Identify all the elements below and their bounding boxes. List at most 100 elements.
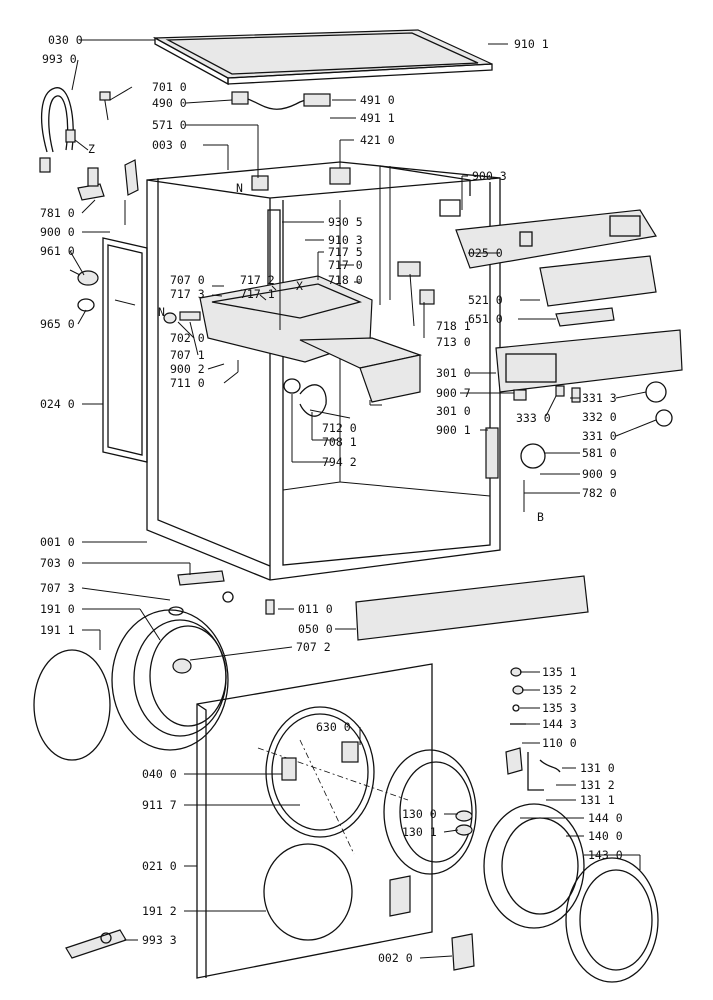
part-label-911-7: 911 7: [142, 798, 177, 812]
part-label-140-0: 140 0: [588, 829, 623, 843]
part-label-900-0: 900 0: [40, 225, 75, 239]
part-label-712-0: 712 0: [322, 421, 357, 435]
part-label-131-2: 131 2: [580, 778, 615, 792]
part-label-331-0: 331 0: [582, 429, 617, 443]
front-panel: [196, 663, 433, 979]
part-label-961-0: 961 0: [40, 244, 75, 258]
part-label-024-0: 024 0: [40, 397, 75, 411]
part-label-651-0: 651 0: [468, 312, 503, 326]
rear-panel: [102, 237, 148, 463]
part-label-910-1: 910 1: [514, 37, 549, 51]
marker-b: B: [537, 510, 544, 524]
control-board: [455, 209, 657, 327]
part-label-003-0: 003 0: [152, 138, 187, 152]
hinge-pin: [168, 570, 275, 616]
part-label-025-0: 025 0: [468, 246, 503, 260]
part-label-131-1: 131 1: [580, 793, 615, 807]
part-label-718-1: 718 1: [436, 319, 471, 333]
part-label-900-7: 900 7: [436, 386, 471, 400]
part-label-965-0: 965 0: [40, 317, 75, 331]
hose-bundle: [39, 87, 89, 173]
part-label-030-0: 030 0: [48, 33, 83, 47]
part-label-717-2: 717 2: [240, 273, 275, 287]
part-label-001-0: 001 0: [40, 535, 75, 549]
part-label-301-0-b: 301 0: [436, 404, 471, 418]
part-label-521-0: 521 0: [468, 293, 503, 307]
part-label-144-3: 144 3: [542, 717, 577, 731]
part-label-900-2: 900 2: [170, 362, 205, 376]
marker-n-top: N: [236, 181, 243, 195]
leader-lines: [69, 39, 657, 959]
part-label-781-0: 781 0: [40, 206, 75, 220]
part-label-707-3: 707 3: [40, 581, 75, 595]
part-label-794-2: 794 2: [322, 455, 357, 469]
parts-drawing: [33, 29, 683, 983]
part-label-131-0: 131 0: [580, 761, 615, 775]
part-label-708-1: 708 1: [322, 435, 357, 449]
part-label-130-0: 130 0: [402, 807, 437, 821]
part-label-135-2: 135 2: [542, 683, 577, 697]
part-label-191-2: 191 2: [142, 904, 177, 918]
hinge-small-parts: [505, 667, 561, 791]
part-label-717-3: 717 3: [170, 287, 205, 301]
part-label-144-0: 144 0: [588, 811, 623, 825]
marker-x: X: [296, 279, 303, 293]
part-label-717-1: 717 1: [240, 287, 275, 301]
part-label-332-0: 332 0: [582, 410, 617, 424]
cable-clip: [124, 159, 139, 225]
door-assembly: [383, 749, 659, 983]
wire-harness: [231, 91, 351, 191]
part-label-630-0: 630 0: [316, 720, 351, 734]
part-label-021-0: 021 0: [142, 859, 177, 873]
part-label-191-0: 191 0: [40, 602, 75, 616]
part-label-713-0: 713 0: [436, 335, 471, 349]
part-label-707-2: 707 2: [296, 640, 331, 654]
marker-n-dispenser: N: [158, 305, 165, 319]
part-label-110-0: 110 0: [542, 736, 577, 750]
part-label-491-0: 491 0: [360, 93, 395, 107]
part-label-581-0: 581 0: [582, 446, 617, 460]
part-label-135-1: 135 1: [542, 665, 577, 679]
part-label-040-0: 040 0: [142, 767, 177, 781]
part-label-782-0: 782 0: [582, 486, 617, 500]
part-label-900-1: 900 1: [436, 423, 471, 437]
part-label-718-0: 718 0: [328, 273, 363, 287]
part-label-910-3: 910 3: [328, 233, 363, 247]
part-label-491-1: 491 1: [360, 111, 395, 125]
part-label-143-0: 143 0: [588, 848, 623, 862]
part-label-717-5: 717 5: [328, 245, 363, 259]
part-label-135-3: 135 3: [542, 701, 577, 715]
part-label-571-0: 571 0: [152, 118, 187, 132]
part-label-701-0: 701 0: [152, 80, 187, 94]
dispenser-housing: [163, 261, 435, 417]
bracket-part: [77, 91, 111, 201]
part-label-421-0: 421 0: [360, 133, 395, 147]
part-label-011-0: 011 0: [298, 602, 333, 616]
part-label-993-0: 993 0: [42, 52, 77, 66]
marker-z: Z: [88, 142, 95, 156]
part-label-191-1: 191 1: [40, 623, 75, 637]
part-label-703-0: 703 0: [40, 556, 75, 570]
part-label-331-3: 331 3: [582, 391, 617, 405]
part-label-490-0: 490 0: [152, 96, 187, 110]
part-label-050-0: 050 0: [298, 622, 333, 636]
part-label-900-3: 900 3: [472, 169, 507, 183]
door-handle: [451, 933, 475, 971]
part-label-702-0: 702 0: [170, 331, 205, 345]
part-label-002-0: 002 0: [378, 951, 413, 965]
part-label-717-0: 717 0: [328, 258, 363, 272]
kick-plate: [355, 575, 589, 641]
part-label-900-9: 900 9: [582, 467, 617, 481]
door-seal: [33, 609, 229, 761]
part-label-711-0: 711 0: [170, 376, 205, 390]
part-label-333-0: 333 0: [516, 411, 551, 425]
worktop: [152, 29, 493, 79]
part-label-301-0-a: 301 0: [436, 366, 471, 380]
filter-cap: [69, 269, 99, 312]
part-label-707-0: 707 0: [170, 273, 205, 287]
part-labels: 030 0 993 0 701 0 490 0 571 0 003 0 781 …: [40, 33, 623, 965]
part-label-930-5: 930 5: [328, 215, 363, 229]
part-label-130-1: 130 1: [402, 825, 437, 839]
part-label-707-1: 707 1: [170, 348, 205, 362]
